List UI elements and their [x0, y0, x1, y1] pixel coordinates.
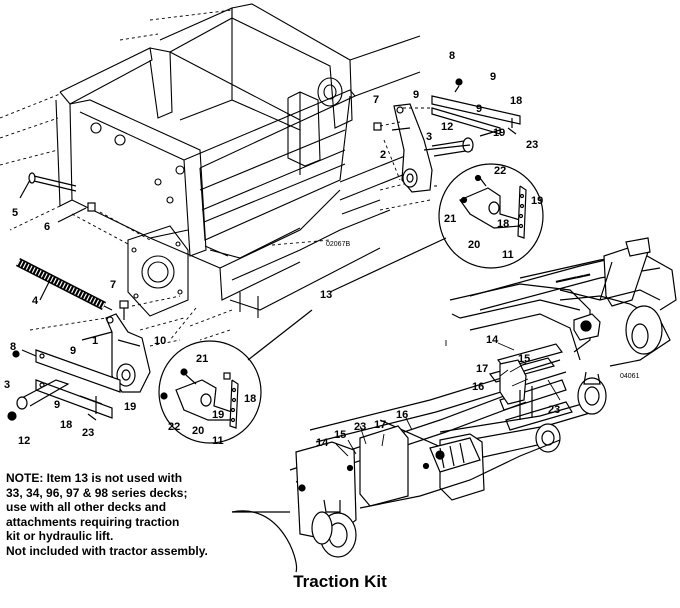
callout-21-lower: 21	[196, 353, 208, 365]
callout-17-front: 17	[374, 419, 386, 431]
note-line: attachments requiring traction	[6, 514, 180, 529]
callout-9-lower-b: 9	[54, 399, 60, 411]
carriage-bolt-5	[19, 172, 77, 199]
lift-arm-2	[391, 103, 433, 193]
callout-7-lower: 7	[110, 279, 116, 291]
callout-23-front: 23	[354, 421, 366, 433]
figure-caption: Traction Kit	[293, 572, 387, 591]
callout-23-lower: 23	[82, 427, 94, 439]
callout-20-upper: 20	[468, 239, 480, 251]
deck-leaders	[335, 340, 561, 457]
drawing-codes: 02067B 04061	[326, 241, 640, 380]
callout-9-lower-a: 9	[70, 345, 76, 357]
callout-23-deck: 23	[548, 404, 560, 416]
callout-19-detail-lower: 19	[212, 409, 224, 421]
callout-10: 10	[154, 335, 166, 347]
bolt-7-lower	[119, 300, 129, 320]
leader-13-lower	[247, 309, 313, 361]
callout-23-upper: 23	[526, 139, 538, 151]
callout-22-lower: 22	[168, 421, 180, 433]
callout-13: 13	[320, 289, 332, 301]
callout-15-front: 15	[334, 429, 346, 441]
alignment-lines-upper	[379, 107, 430, 181]
callout-9-upper-a: 9	[490, 71, 496, 83]
bolt-7-upper	[373, 122, 382, 131]
callout-labels: 8 9 9 9 18 7 2 3 12 19 23 22 21 19 18 20…	[4, 50, 560, 449]
installation-note: NOTE: Item 13 is not used with 33, 34, 9…	[6, 471, 306, 558]
callout-3-lower: 3	[4, 379, 10, 391]
callout-18-lower: 18	[60, 419, 72, 431]
callout-14-deck: 14	[486, 334, 499, 346]
leader-13-upper	[329, 237, 447, 293]
note-line: Not included with tractor assembly.	[6, 543, 208, 558]
callout-9-upper-c: 9	[476, 103, 482, 115]
detail-circle-upper	[438, 163, 544, 269]
callout-8-upper: 8	[449, 50, 455, 62]
callout-15-deck: 15	[518, 353, 530, 365]
note-line: kit or hydraulic lift.	[6, 529, 114, 543]
callout-11-lower: 11	[212, 435, 224, 447]
mower-deck: ▬▬▬▬▬	[231, 237, 677, 573]
callout-12-lower: 12	[18, 435, 30, 447]
callout-21-upper: 21	[444, 213, 456, 225]
note-line: NOTE: Item 13 is not used with	[6, 471, 183, 485]
callout-8-lower: 8	[10, 341, 16, 353]
lift-bar-assembly-9	[7, 349, 121, 421]
callout-19-upper: 19	[493, 127, 505, 139]
callout-19-lower: 19	[124, 401, 136, 413]
callout-16-deck: 16	[472, 381, 484, 393]
alignment-lines-lower	[29, 295, 185, 347]
callout-14-front: 14	[316, 437, 329, 449]
callout-6: 6	[44, 221, 50, 233]
callout-1: 1	[92, 335, 98, 347]
callout-19-detail-upper: 19	[531, 195, 543, 207]
lift-bar-assembly-9-upper	[423, 78, 521, 157]
extension-spring-4	[15, 257, 113, 311]
callout-18-upper: 18	[510, 95, 522, 107]
callout-11-upper: 11	[502, 249, 514, 261]
note-line: use with all other decks and	[6, 500, 167, 514]
callout-7-upper: 7	[373, 94, 379, 106]
callout-9-upper-b: 9	[413, 89, 419, 101]
callout-18-detail-lower: 18	[244, 393, 256, 405]
lock-nut-6	[57, 202, 96, 223]
callout-17-deck: 17	[476, 363, 488, 375]
callout-4: 4	[32, 295, 39, 307]
callout-2: 2	[380, 149, 386, 161]
svg-text:▬▬▬▬▬: ▬▬▬▬▬	[555, 271, 591, 285]
callout-18-detail-upper: 18	[497, 218, 509, 230]
callout-16-front: 16	[396, 409, 408, 421]
note-line: 33, 34, 96, 97 & 98 series decks;	[6, 485, 188, 500]
detail-circle-lower	[158, 340, 262, 444]
callout-12-upper: 12	[441, 121, 453, 133]
tractor-frame	[0, 3, 440, 341]
drawing-code-deck: 04061	[620, 373, 640, 380]
lift-arm-1	[81, 313, 151, 393]
drawing-code-frame: 02067B	[326, 241, 350, 248]
callout-20-lower: 20	[192, 425, 204, 437]
callout-5: 5	[12, 207, 18, 219]
callout-3-upper: 3	[426, 131, 432, 143]
callout-22-upper: 22	[494, 165, 506, 177]
